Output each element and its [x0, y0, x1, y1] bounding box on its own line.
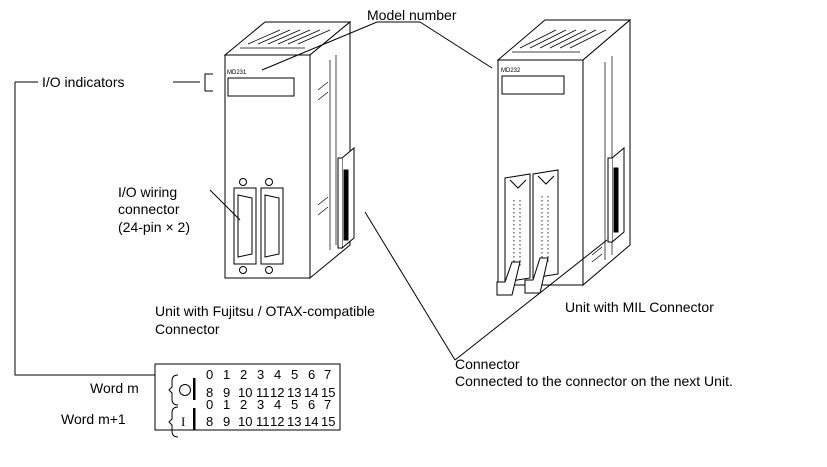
- left-unit-illustration: [223, 20, 355, 280]
- bit-row1-7: 7: [324, 367, 332, 382]
- bit-row1-4: 4: [274, 367, 282, 382]
- bit-row2-0: 8: [206, 385, 214, 400]
- connector-description-label: Connected to the connector on the next U…: [455, 373, 733, 389]
- bit-row1-3: 3: [257, 367, 265, 382]
- bit-row3-1: 1: [223, 397, 231, 412]
- bit-row1-0: 0: [206, 367, 214, 382]
- word-m1-label: Word m+1: [61, 411, 126, 427]
- bit-row1-1: 1: [223, 367, 231, 382]
- bit-row4-1: 9: [223, 414, 231, 429]
- model-number-label: Model number: [367, 7, 457, 23]
- word-m-label: Word m: [90, 380, 139, 396]
- bit-row3-0: 0: [206, 397, 214, 412]
- right-unit-illustration: [496, 18, 632, 296]
- bit-row4-3: 11: [256, 414, 270, 429]
- bit-row2-3: 11: [256, 385, 270, 400]
- bit-row4-4: 12: [270, 414, 285, 429]
- unit-fujitsu-label-line2: Connector: [155, 321, 220, 337]
- right-model-label: MD232: [501, 68, 521, 74]
- input-indicator-symbol: I: [181, 414, 185, 429]
- bit-row4-6: 14: [304, 414, 319, 429]
- io-wiring-label-line3: (24-pin × 2): [118, 219, 190, 235]
- connector-title-label: Connector: [455, 356, 520, 372]
- bit-row4-7: 15: [321, 414, 336, 429]
- bit-row3-5: 5: [291, 397, 299, 412]
- bit-row1-6: 6: [308, 367, 316, 382]
- left-model-label: MD231: [227, 70, 247, 76]
- bit-row3-6: 6: [308, 397, 316, 412]
- bit-row4-2: 10: [238, 414, 253, 429]
- bit-row3-3: 3: [257, 397, 265, 412]
- io-wiring-label-line1: I/O wiring: [118, 184, 178, 200]
- bit-row1-5: 5: [291, 367, 299, 382]
- bit-row4-0: 8: [206, 414, 214, 429]
- bit-row2-4: 12: [270, 385, 285, 400]
- io-wiring-label-line2: connector: [118, 201, 180, 217]
- bit-row2-7: 15: [321, 385, 336, 400]
- bit-row2-6: 14: [304, 385, 319, 400]
- bit-row1-2: 2: [240, 367, 248, 382]
- bit-row2-2: 10: [238, 385, 253, 400]
- bit-row3-4: 4: [274, 397, 282, 412]
- io-indicators-label: I/O indicators: [42, 74, 125, 90]
- leader-lines: [14, 21, 608, 376]
- bit-row3-2: 2: [240, 397, 248, 412]
- bit-row3-7: 7: [324, 397, 332, 412]
- unit-fujitsu-label-line1: Unit with Fujitsu / OTAX-compatible: [155, 303, 375, 319]
- unit-mil-label: Unit with MIL Connector: [565, 299, 714, 315]
- bit-row2-5: 13: [287, 385, 302, 400]
- output-indicator-symbol: [179, 384, 191, 396]
- indicator-panel-frame: [154, 363, 341, 438]
- bit-row4-5: 13: [287, 414, 302, 429]
- bit-row2-1: 9: [223, 385, 231, 400]
